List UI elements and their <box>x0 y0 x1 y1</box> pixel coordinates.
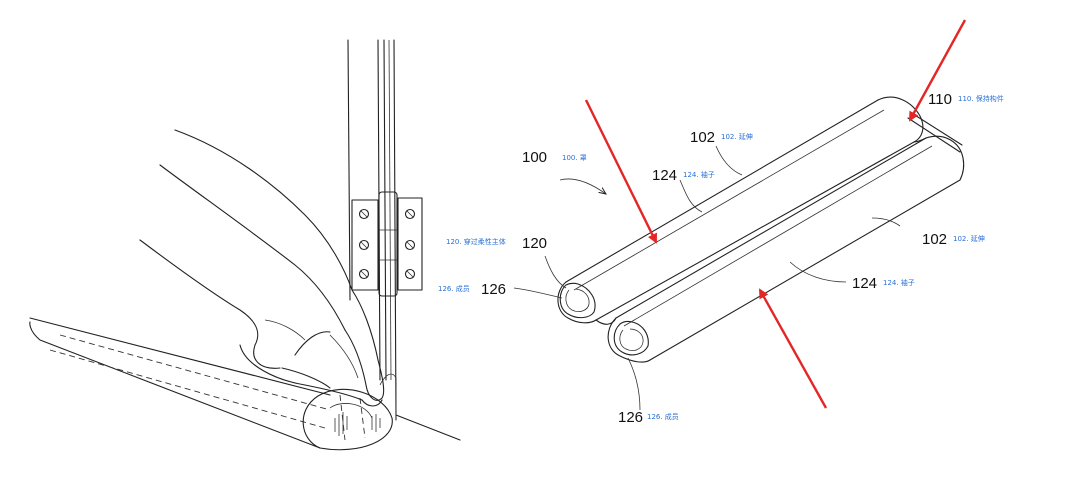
ref-number-124-upper: 124 <box>652 167 677 184</box>
floor-line <box>395 414 461 441</box>
ref-number-110: 110 <box>928 91 952 108</box>
retainer-member-inner <box>907 117 961 153</box>
ref-annotation-120: 120. 穿过柔性主体 <box>446 237 506 246</box>
tube-web <box>595 317 617 325</box>
retainer-member <box>909 111 963 146</box>
label-110: 110 110. 保持构件 <box>928 91 1004 108</box>
tube-web-end <box>913 137 927 143</box>
ref-number-126-left: 126 <box>481 281 506 298</box>
hand-and-arm <box>139 129 385 407</box>
ref-number-126-bottom: 126 <box>618 409 643 426</box>
ref-annotation-124-upper: 124. 袖子 <box>683 170 715 179</box>
door-frame <box>347 39 397 421</box>
label-120: 120. 穿过柔性主体 120 <box>446 235 547 252</box>
lower-tube <box>607 135 965 363</box>
red-arrows <box>584 19 967 409</box>
ref-number-102-upper: 102 <box>690 129 715 146</box>
ref-annotation-110: 110. 保持构件 <box>958 94 1004 103</box>
door-installation-illustration <box>29 39 461 451</box>
leader-lines <box>513 145 901 411</box>
roll-end-hatching <box>334 412 381 436</box>
label-126-left: 126. 成员 126 <box>438 281 506 298</box>
label-102-lower: 102 102. 延伸 <box>922 231 985 248</box>
ref-annotation-102-upper: 102. 延伸 <box>721 132 753 141</box>
ref-number-102-lower: 102 <box>922 231 947 248</box>
double-tube-cover: 100 100. 罩 102 102. 延伸 102 102. 延伸 110 1… <box>438 19 1004 426</box>
label-102-upper: 102 102. 延伸 <box>690 129 753 146</box>
ref-number-124-lower: 124 <box>852 275 877 292</box>
arrow-to-lower-sleeve <box>758 288 828 409</box>
ref-number-120: 120 <box>522 235 547 252</box>
ref-number-100: 100 <box>522 149 547 166</box>
upper-tube <box>557 96 924 324</box>
ref-annotation-124-lower: 124. 袖子 <box>883 278 915 287</box>
ref-annotation-102-lower: 102. 延伸 <box>953 234 985 243</box>
label-126-bottom: 126 126. 成员 <box>618 409 679 426</box>
ref-annotation-126-left: 126. 成员 <box>438 284 470 293</box>
label-100: 100 100. 罩 <box>522 149 587 166</box>
label-124-upper: 124 124. 袖子 <box>652 167 715 184</box>
ref-annotation-100: 100. 罩 <box>562 154 587 162</box>
door-hinge <box>351 191 423 297</box>
ref-annotation-126-bottom: 126. 成员 <box>647 412 679 421</box>
label-124-lower: 124 124. 袖子 <box>852 275 915 292</box>
door-roll <box>29 317 397 451</box>
arrow-to-retainer <box>908 19 967 122</box>
arrow-to-upper-sleeve <box>584 99 658 244</box>
